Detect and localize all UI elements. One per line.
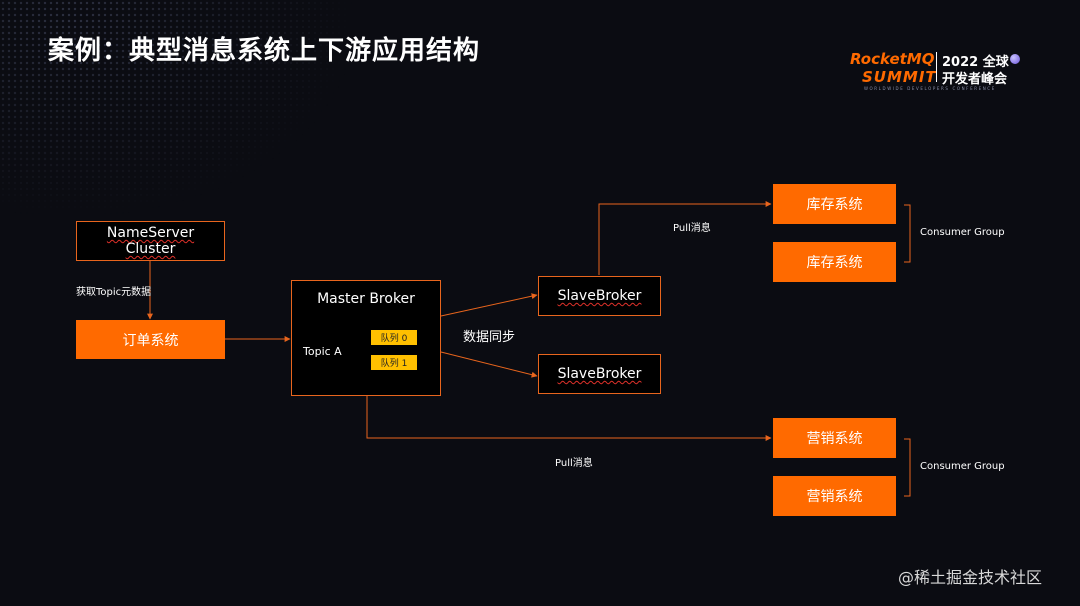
master-broker-node: Master Broker Topic A 队列 0 队列 1	[291, 280, 441, 396]
planet-icon	[1010, 54, 1020, 64]
queue-0-badge: 队列 0	[371, 330, 417, 345]
queue-1-badge: 队列 1	[371, 355, 417, 370]
master-broker-label: Master Broker	[317, 291, 415, 307]
slave-broker-label-1: SlaveBroker	[557, 288, 642, 304]
nameserver-label: NameServer Cluster	[106, 225, 195, 257]
edge-master-to-slave1	[440, 293, 538, 317]
pull-messages-label-bottom: Pull消息	[555, 458, 593, 469]
inventory-system-label-1: 库存系统	[806, 197, 863, 213]
background-dot-pattern	[0, 0, 360, 220]
order-system-node: 订单系统	[76, 320, 225, 359]
inventory-system-node-2: 库存系统	[773, 242, 896, 282]
marketing-system-node-2: 营销系统	[773, 476, 896, 516]
order-system-label: 订单系统	[122, 332, 179, 349]
edge-slave1-to-inventory	[598, 201, 772, 275]
data-sync-label: 数据同步	[463, 330, 516, 345]
inventory-system-label-2: 库存系统	[806, 255, 863, 271]
pull-messages-label-top: Pull消息	[673, 223, 711, 234]
rocketmq-summit-logo: RocketMQ SUMMIT 2022 全球 开发者峰会 WORLDWIDE …	[850, 50, 1025, 95]
consumer-group-bracket-bottom	[904, 438, 911, 497]
marketing-system-label-2: 营销系统	[806, 489, 863, 505]
consumer-group-label-bottom: Consumer Group	[920, 461, 1005, 472]
logo-divider	[936, 52, 937, 82]
slide-title: 案例：典型消息系统上下游应用结构	[48, 36, 481, 66]
edge-master-to-slave2	[440, 351, 538, 378]
logo-tagline: WORLDWIDE DEVELOPERS CONFERENCE	[864, 86, 996, 91]
consumer-group-bracket-top	[904, 204, 911, 263]
marketing-system-label-1: 营销系统	[806, 431, 863, 447]
slave-broker-node-2: SlaveBroker	[538, 354, 661, 394]
logo-brand-line1: RocketMQ	[850, 50, 935, 68]
logo-year: 2022 全球	[942, 55, 1009, 70]
consumer-group-label-top: Consumer Group	[920, 227, 1005, 238]
inventory-system-node-1: 库存系统	[773, 184, 896, 224]
edge-master-to-marketing	[366, 396, 772, 441]
marketing-system-node-1: 营销系统	[773, 418, 896, 458]
watermark: @稀土掘金技术社区	[898, 568, 1043, 587]
slave-broker-node-1: SlaveBroker	[538, 276, 661, 316]
logo-brand-line2: SUMMIT	[862, 68, 937, 86]
logo-subtitle: 开发者峰会	[942, 72, 1008, 87]
nameserver-cluster-node: NameServer Cluster	[76, 221, 225, 261]
get-topic-metadata-label: 获取Topic元数据	[76, 287, 152, 298]
slave-broker-label-2: SlaveBroker	[557, 366, 642, 382]
topic-label: Topic A	[303, 345, 342, 358]
